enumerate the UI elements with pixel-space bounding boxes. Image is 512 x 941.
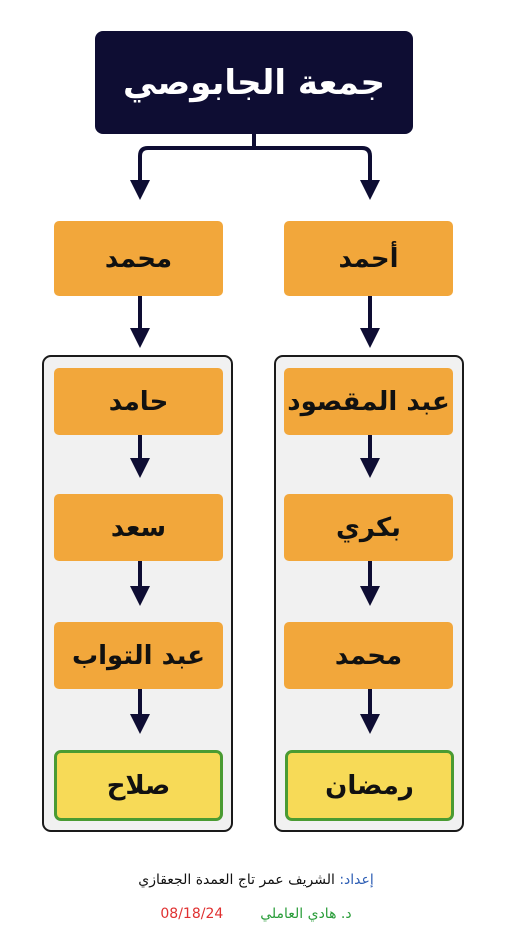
node-mohamed-1: حامد	[54, 368, 223, 435]
node-label: عبد المقصود	[287, 386, 450, 417]
branch-node-ahmad: أحمد	[284, 221, 453, 296]
prepared-name: الشريف عمر تاج العمدة الجعقازي	[138, 872, 335, 888]
leaf-node-ahmad: رمضان	[285, 750, 454, 821]
node-label: رمضان	[325, 770, 414, 801]
root-node: جمعة الجابوصي	[95, 31, 413, 134]
date-text: 08/18/24	[160, 906, 224, 922]
author-name: د. هادي العاملي	[260, 906, 352, 922]
node-label: صلاح	[106, 770, 171, 801]
node-ahmad-2: بكري	[284, 494, 453, 561]
credit-line: 08/18/24 د. هادي العاملي	[0, 906, 512, 922]
branch-node-mohamed: محمد	[54, 221, 223, 296]
node-mohamed-3: عبد التواب	[54, 622, 223, 689]
node-ahmad-3: محمد	[284, 622, 453, 689]
root-title: جمعة الجابوصي	[123, 62, 385, 103]
node-label: سعد	[110, 512, 167, 543]
prepared-by-line: إعداد: الشريف عمر تاج العمدة الجعقازي	[0, 872, 512, 888]
node-label: حامد	[108, 386, 169, 417]
node-mohamed-2: سعد	[54, 494, 223, 561]
split-connector	[254, 146, 380, 200]
node-label: عبد التواب	[71, 640, 206, 671]
branch-label: أحمد	[338, 243, 399, 274]
leaf-node-mohamed: صلاح	[54, 750, 223, 821]
node-label: بكري	[336, 512, 401, 543]
branch-label: محمد	[104, 243, 173, 274]
prepared-label: إعداد:	[339, 872, 374, 888]
split-connector	[130, 134, 256, 200]
node-label: محمد	[334, 640, 403, 671]
node-ahmad-1: عبد المقصود	[284, 368, 453, 435]
